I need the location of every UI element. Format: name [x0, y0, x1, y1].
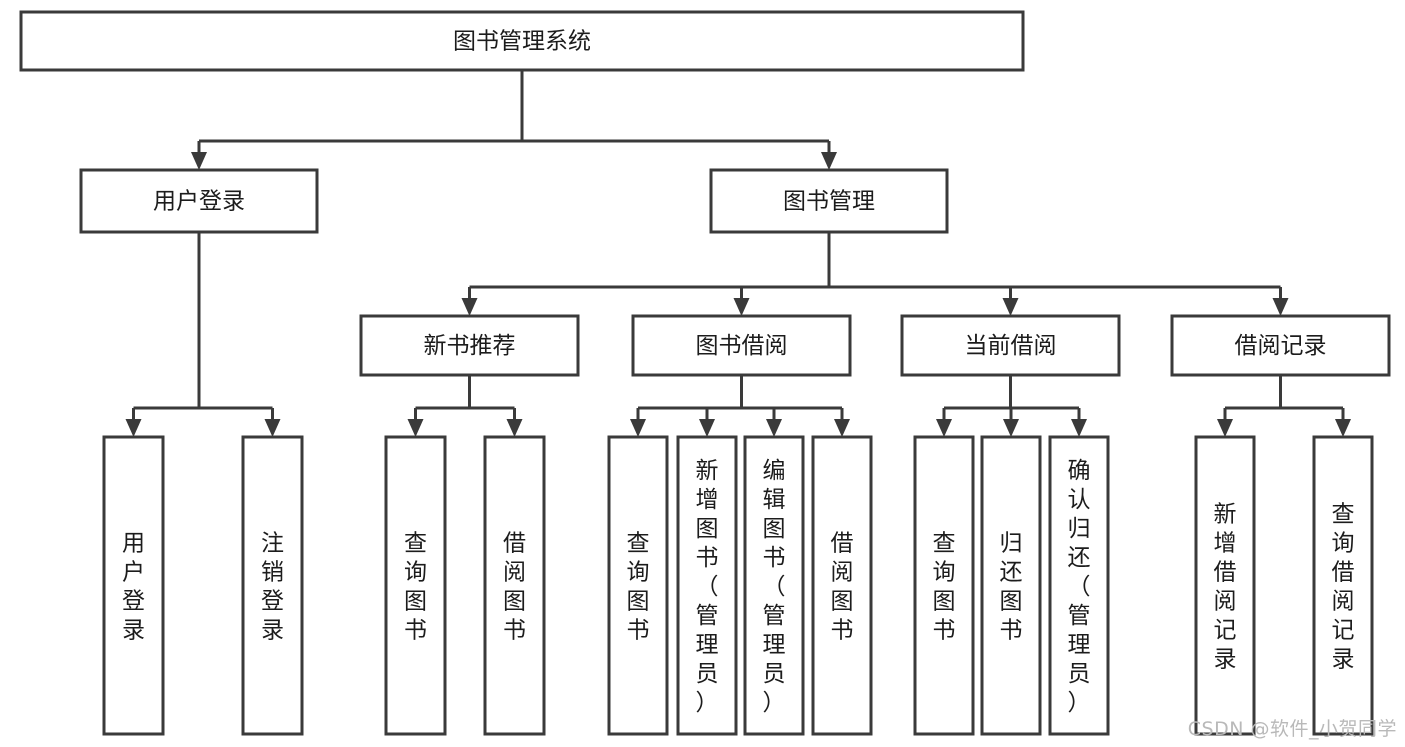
node-label: 编辑图书（管理员）	[763, 458, 786, 716]
node-leaf-borrow-book-2[interactable]: 借阅图书	[811, 435, 873, 736]
node-leaf-user-login[interactable]: 用户登录	[102, 435, 165, 736]
node-leaf-return-book[interactable]: 归还图书	[980, 435, 1042, 736]
node-label: 借阅记录	[1235, 333, 1327, 359]
node-box	[900, 314, 1121, 377]
node-label: 确认归还（管理员）	[1068, 458, 1091, 716]
node-leaf-query-book-1[interactable]: 查询图书	[384, 435, 447, 736]
node-leaf-add-record[interactable]: 新增借阅记录	[1194, 435, 1256, 736]
node-leaf-add-book[interactable]: 新增图书（管理员）	[676, 435, 738, 736]
node-leaf-confirm-return[interactable]: 确认归还（管理员）	[1048, 435, 1110, 736]
node-box	[631, 314, 852, 377]
node-box	[79, 168, 319, 234]
node-label: 查询图书	[627, 531, 650, 644]
node-label: 借阅图书	[831, 531, 854, 644]
connector-layer	[125, 70, 1351, 437]
node-box	[1312, 435, 1374, 736]
node-box	[1048, 435, 1110, 736]
node-leaf-logout[interactable]: 注销登录	[241, 435, 304, 736]
node-label: 借阅图书	[503, 531, 526, 644]
node-box	[241, 435, 304, 736]
connector-group-root	[191, 70, 837, 170]
node-leaf-borrow-book-1[interactable]: 借阅图书	[483, 435, 546, 736]
connector-group-current_borrow	[936, 375, 1087, 437]
node-book-borrow[interactable]: 图书借阅	[631, 314, 852, 377]
node-label: 查询图书	[933, 531, 956, 644]
connector-group-user_login	[125, 232, 281, 437]
node-box	[1170, 314, 1391, 377]
node-label: 图书管理系统	[453, 29, 591, 55]
node-leaf-query-book-2[interactable]: 查询图书	[607, 435, 669, 736]
node-book-manage[interactable]: 图书管理	[709, 168, 949, 234]
node-label: 新增借阅记录	[1214, 502, 1237, 673]
node-leaf-edit-book[interactable]: 编辑图书（管理员）	[743, 435, 805, 736]
connector-group-book_manage	[461, 232, 1289, 316]
node-box	[811, 435, 873, 736]
node-label: 当前借阅	[965, 333, 1057, 359]
node-box	[913, 435, 975, 736]
node-label: 图书管理	[783, 189, 875, 215]
connector-group-new_book_rec	[407, 375, 523, 437]
node-label: 图书借阅	[696, 333, 788, 359]
node-box	[607, 435, 669, 736]
node-user-login[interactable]: 用户登录	[79, 168, 319, 234]
node-label: 归还图书	[1000, 531, 1023, 644]
node-box	[384, 435, 447, 736]
node-box	[359, 314, 580, 377]
node-label: 新书推荐	[424, 333, 516, 359]
node-new-book-rec[interactable]: 新书推荐	[359, 314, 580, 377]
node-box	[709, 168, 949, 234]
node-box	[980, 435, 1042, 736]
node-label: 用户登录	[153, 189, 245, 215]
node-layer: 图书管理系统用户登录图书管理新书推荐图书借阅当前借阅借阅记录用户登录注销登录查询…	[19, 10, 1391, 736]
node-leaf-query-book-3[interactable]: 查询图书	[913, 435, 975, 736]
node-borrow-record[interactable]: 借阅记录	[1170, 314, 1391, 377]
node-box	[483, 435, 546, 736]
node-box	[743, 435, 805, 736]
node-box	[102, 435, 165, 736]
node-label: 查询图书	[404, 531, 427, 644]
connector-group-book_borrow	[630, 375, 850, 437]
node-current-borrow[interactable]: 当前借阅	[900, 314, 1121, 377]
node-label: 查询借阅记录	[1332, 502, 1355, 673]
node-label: 注销登录	[261, 531, 284, 644]
node-box	[19, 10, 1025, 72]
node-label: 新增图书（管理员）	[696, 458, 719, 716]
node-box	[1194, 435, 1256, 736]
node-root[interactable]: 图书管理系统	[19, 10, 1025, 72]
node-leaf-query-record[interactable]: 查询借阅记录	[1312, 435, 1374, 736]
node-label: 用户登录	[122, 531, 145, 644]
node-box	[676, 435, 738, 736]
connector-group-borrow_record	[1217, 375, 1351, 437]
